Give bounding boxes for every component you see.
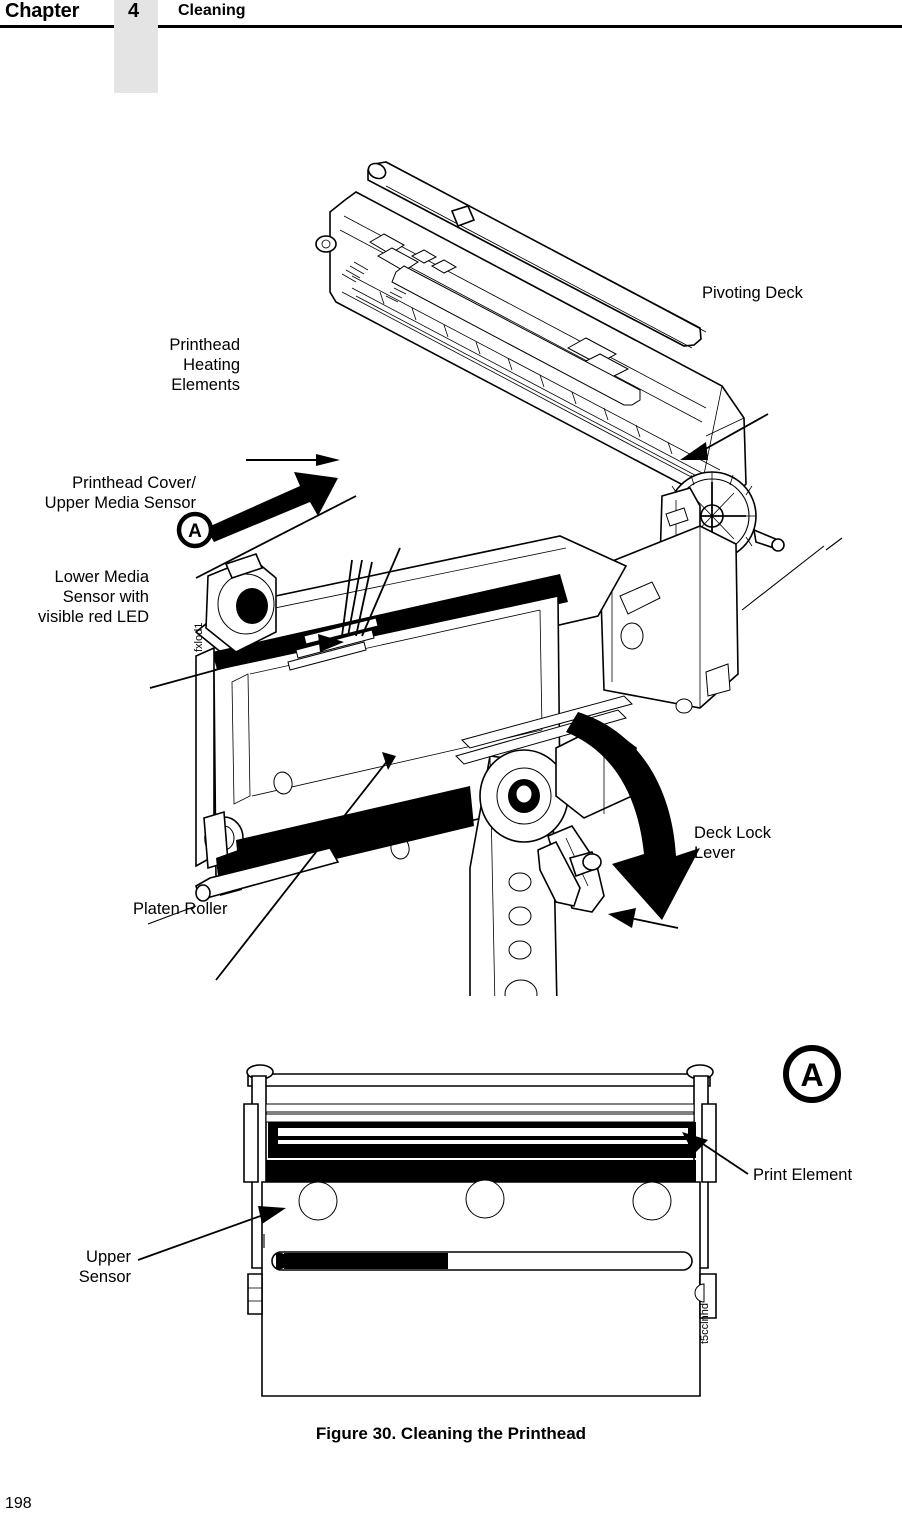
print-element-strip: [268, 1122, 696, 1158]
label-deck-lock-lever-line1: Deck Lock: [694, 824, 772, 842]
lower-labels: Print Element Upper Sensor t5cclnhd: [79, 1166, 853, 1344]
label-upper-sensor-line2: Sensor: [79, 1268, 132, 1286]
mounting-holes: [298, 1179, 672, 1221]
label-printhead-cover-line1: Printhead Cover/: [72, 474, 196, 492]
callout-a-letter-upper: A: [188, 521, 202, 542]
deck-lock-lever: [537, 825, 605, 913]
label-printhead-heating-line1: Printhead: [169, 336, 240, 354]
printhead-front-view: [243, 1064, 717, 1397]
lower-printhead-illustration: A Print Element Upper Sensor t5cclnhd: [79, 1045, 853, 1397]
header-chapter-number: 4: [128, 0, 140, 22]
upper-printer-illustration: A: [38, 161, 843, 996]
label-lower-media-sensor-line3: visible red LED: [38, 608, 149, 626]
leader-lines-lower: [137, 1132, 749, 1261]
artwork-id-upper: fxlod1: [193, 623, 205, 652]
label-print-element: Print Element: [753, 1166, 852, 1184]
header-chapter-word: Chapter: [5, 0, 80, 22]
callout-a-lower: A: [783, 1045, 841, 1103]
printer-base-body: [147, 535, 637, 996]
header-chapter-title: Cleaning: [178, 2, 246, 19]
label-platen-roller: Platen Roller: [133, 900, 228, 918]
header-rule-right: [158, 25, 902, 28]
pivoting-deck-assembly: [315, 161, 825, 714]
figure-illustration: A: [0, 96, 902, 1436]
page-number: 198: [5, 1495, 32, 1512]
callout-a-upper: A: [176, 472, 338, 549]
artwork-id-lower: t5cclnhd: [699, 1303, 711, 1344]
label-lower-media-sensor-line2: Sensor with: [63, 588, 149, 606]
page-header: Chapter 4 Cleaning: [0, 0, 902, 96]
label-printhead-heating-line2: Heating: [183, 356, 240, 374]
figure-caption: Figure 30. Cleaning the Printhead: [315, 1424, 587, 1443]
label-printhead-cover-line2: Upper Media Sensor: [45, 494, 197, 512]
label-lower-media-sensor-line1: Lower Media: [55, 568, 150, 586]
chapter-tab-marker: [114, 0, 158, 93]
label-printhead-heating-line3: Elements: [171, 376, 240, 394]
label-deck-lock-lever-line2: Lever: [694, 844, 736, 862]
upper-sensor-rod: [271, 1251, 693, 1271]
label-upper-sensor-line1: Upper: [86, 1248, 131, 1266]
header-rule-left: [0, 25, 114, 28]
rotation-arrow: [566, 712, 700, 920]
label-pivoting-deck: Pivoting Deck: [702, 284, 804, 302]
callout-a-letter-lower: A: [800, 1057, 823, 1093]
page-footer: 198: [0, 1495, 902, 1528]
upper-labels: Printhead Heating Elements Printhead Cov…: [38, 284, 804, 918]
leader-lines-upper: [149, 413, 843, 981]
